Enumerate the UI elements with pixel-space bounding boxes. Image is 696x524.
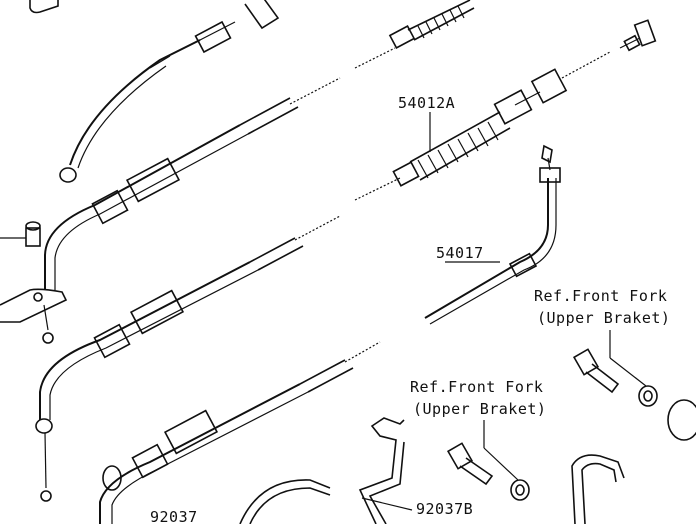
cable-main-1	[44, 77, 341, 290]
label-92037B: 92037B	[416, 500, 473, 518]
label-92037: 92037	[150, 508, 198, 524]
cable-main-2	[35, 215, 341, 502]
corrugated-boot-top	[417, 5, 465, 39]
leader-92037B	[361, 497, 413, 511]
cable-54012A	[354, 51, 611, 201]
cable-upper-left	[59, 20, 236, 183]
cable-top	[354, 0, 475, 69]
leader-ref-2b	[483, 447, 519, 481]
cable-main-3	[99, 341, 381, 524]
top-left-fragment	[29, 0, 280, 30]
mounting-bracket	[0, 288, 68, 344]
label-54017: 54017	[436, 244, 484, 262]
bolt-washer-middle	[446, 442, 530, 501]
label-ref-upper-braket-2: (Upper Braket)	[413, 400, 546, 418]
label-ref-front-fork-2: Ref.Front Fork	[410, 378, 543, 396]
end-fitting-top-right	[619, 19, 657, 52]
label-54012A: 54012A	[398, 94, 455, 112]
leader-ref-1b	[609, 357, 647, 387]
label-ref-upper-braket-1: (Upper Braket)	[537, 309, 670, 327]
clamp-92037	[239, 479, 331, 524]
bolt-left	[0, 221, 41, 247]
label-ref-front-fork-1: Ref.Front Fork	[534, 287, 667, 305]
bolt-washer-right	[572, 348, 696, 441]
clamp-92037B	[358, 417, 625, 524]
corrugated-boot-54012A	[417, 121, 499, 179]
cable-54017	[424, 144, 561, 325]
